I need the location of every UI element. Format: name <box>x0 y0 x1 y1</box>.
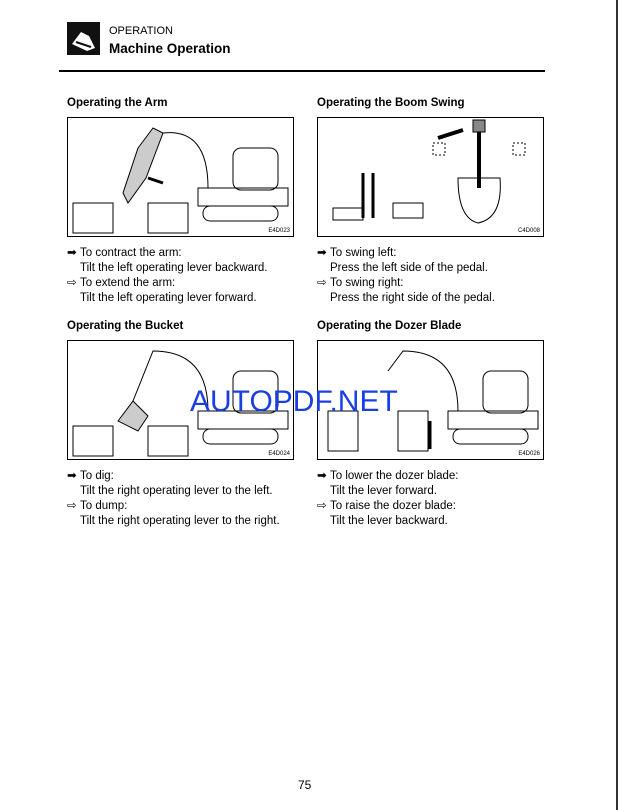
arrow-icon: ➡ <box>317 247 327 259</box>
step-label: To dig: <box>80 470 114 482</box>
section-illustration: E4D023 <box>67 117 294 237</box>
figure-code: E4D023 <box>268 228 290 234</box>
excavator-diagram <box>332 119 526 224</box>
step-label: To dump: <box>80 500 128 512</box>
excavator-diagram <box>72 127 289 234</box>
section-title: Operating the Dozer Blade <box>317 320 462 332</box>
instruction-step: ⇨To swing right: <box>317 276 495 291</box>
step-label: To lower the dozer blade: <box>330 470 459 482</box>
page-number: 75 <box>298 778 312 792</box>
instruction-step: ⇨To raise the dozer blade: <box>317 499 459 514</box>
section-title: Operating the Arm <box>67 97 168 109</box>
instruction-step: ➡To lower the dozer blade: <box>317 469 459 484</box>
step-label: To swing left: <box>330 247 397 259</box>
instruction-detail: Tilt the lever backward. <box>330 515 448 527</box>
instruction-list: ➡To swing left:Press the left side of th… <box>317 246 495 306</box>
header-rule <box>59 70 545 72</box>
instruction-step: ➡To dig: <box>67 469 280 484</box>
step-label: To swing right: <box>330 277 404 289</box>
step-label: To extend the arm: <box>80 277 176 289</box>
instruction-detail: Tilt the left operating lever forward. <box>80 292 257 304</box>
instruction-detail: Tilt the left operating lever backward. <box>80 262 268 274</box>
instruction-list: ➡To lower the dozer blade:Tilt the lever… <box>317 469 459 529</box>
section-title: Operating the Boom Swing <box>317 97 465 109</box>
instruction-step: ⇨To dump: <box>67 499 280 514</box>
instruction-list: ➡To dig:Tilt the right operating lever t… <box>67 469 280 529</box>
arrow-icon: ➡ <box>67 247 77 259</box>
instruction-detail: Press the right side of the pedal. <box>330 292 495 304</box>
step-label: To raise the dozer blade: <box>330 500 456 512</box>
figure-code: E4D024 <box>268 451 290 457</box>
arrow-icon: ⇨ <box>317 277 327 289</box>
instruction-detail: Tilt the lever forward. <box>330 485 437 497</box>
figure-code: C4D008 <box>517 228 540 234</box>
excavator-diagram <box>327 350 539 452</box>
header-category: OPERATION <box>109 25 173 37</box>
arrow-icon: ⇨ <box>67 277 77 289</box>
instruction-step: ⇨To extend the arm: <box>67 276 268 291</box>
page-title: Machine Operation <box>109 41 231 56</box>
watermark: AUTOPDF.NET <box>190 385 398 418</box>
instruction-detail: Tilt the right operating lever to the le… <box>80 485 273 497</box>
instruction-detail: Press the left side of the pedal. <box>330 262 488 274</box>
arrow-icon: ⇨ <box>317 500 327 512</box>
instruction-list: ➡To contract the arm:Tilt the left opera… <box>67 246 268 306</box>
arrow-icon: ⇨ <box>67 500 77 512</box>
instruction-step: ➡To contract the arm: <box>67 246 268 261</box>
section-title: Operating the Bucket <box>67 320 184 332</box>
instruction-detail: Tilt the right operating lever to the ri… <box>80 515 280 527</box>
section-illustration: E4D026 <box>317 340 544 460</box>
arrow-icon: ➡ <box>317 470 327 482</box>
operation-hand-icon <box>67 22 100 55</box>
excavator-diagram <box>72 350 289 457</box>
section-illustration: E4D024 <box>67 340 294 460</box>
instruction-step: ➡To swing left: <box>317 246 495 261</box>
section-illustration: C4D008 <box>317 117 544 237</box>
step-label: To contract the arm: <box>80 247 182 259</box>
figure-code: E4D026 <box>518 451 540 457</box>
arrow-icon: ➡ <box>67 470 77 482</box>
